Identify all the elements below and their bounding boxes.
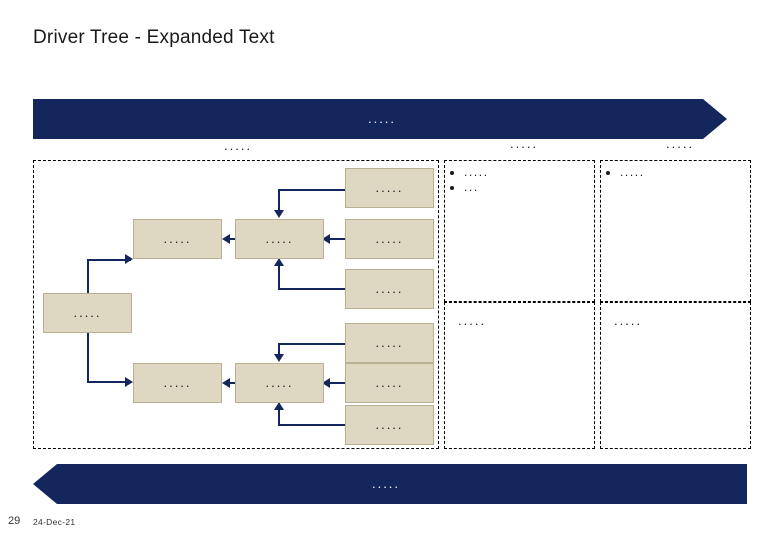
connector-root-down-h [87,381,131,383]
tree-node-label: ..... [375,180,404,195]
tree-node-root[interactable]: ..... [43,293,132,333]
page-title: Driver Tree - Expanded Text [33,27,275,48]
right-panel-caption: ..... [666,136,695,151]
arrow-d6-to-c2 [274,402,284,410]
arrow-root-to-b2 [125,377,133,387]
tree-node-label: ..... [265,231,294,246]
connector-d6-v [278,410,280,426]
main-panel-caption: ..... [224,138,253,153]
connector-d1-h [278,189,346,191]
list-item: ..... [464,165,582,180]
tree-node-d5[interactable]: ..... [345,363,434,403]
tree-node-label: ..... [375,335,404,350]
tree-node-label: ..... [73,305,102,320]
right-bottom-caption: ..... [614,313,643,328]
arrow-c2-to-b2 [222,378,230,388]
arrow-c1-to-b1 [222,234,230,244]
tree-node-c1[interactable]: ..... [235,219,324,259]
tree-node-d6[interactable]: ..... [345,405,434,445]
arrow-d5-to-c2 [322,378,330,388]
middle-panel-caption: ..... [510,136,539,151]
arrow-d2-to-c1 [322,234,330,244]
right-top-panel [600,160,751,302]
connector-d4-h [278,343,346,345]
connector-c2-b2 [224,382,236,384]
list-item: ..... [620,165,738,180]
bottom-banner-label: ..... [371,476,401,491]
connector-d3-h [278,288,346,290]
tree-node-d4[interactable]: ..... [345,323,434,363]
middle-bottom-caption: ..... [458,313,487,328]
tree-node-label: ..... [375,281,404,296]
connector-root-down [87,333,89,383]
arrow-d1-to-c1 [274,210,284,218]
slide-date: 24-Dec-21 [33,517,76,527]
arrow-root-to-b1 [125,254,133,264]
middle-top-panel [444,160,595,302]
top-banner: ..... [33,99,727,139]
tree-node-d2[interactable]: ..... [345,219,434,259]
tree-node-d3[interactable]: ..... [345,269,434,309]
connector-d5-c2 [326,382,346,384]
connector-d4-v [278,343,280,355]
tree-node-label: ..... [375,417,404,432]
driver-tree-panel [33,160,439,449]
tree-node-label: ..... [265,375,294,390]
arrow-d3-to-c1 [274,258,284,266]
tree-node-b1[interactable]: ..... [133,219,222,259]
bottom-banner: ..... [33,464,747,504]
middle-panel-bullets: ..... ... [452,165,582,195]
connector-d1-v [278,189,280,211]
slide-number: 29 [8,515,21,527]
tree-node-label: ..... [375,231,404,246]
tree-node-label: ..... [163,375,192,390]
connector-root-up-h [87,259,131,261]
connector-root-up [87,259,89,293]
right-bottom-panel [600,302,751,449]
connector-d6-h [278,424,346,426]
arrow-d4-to-c2 [274,354,284,362]
right-panel-bullets: ..... [608,165,738,180]
connector-d2-c1 [326,238,346,240]
middle-bottom-panel [444,302,595,449]
tree-node-label: ..... [375,375,404,390]
top-banner-label: ..... [367,111,397,126]
tree-node-c2[interactable]: ..... [235,363,324,403]
tree-node-label: ..... [163,231,192,246]
list-item: ... [464,180,582,195]
tree-node-d1[interactable]: ..... [345,168,434,208]
connector-d3-v [278,266,280,290]
connector-c1-b1 [224,238,236,240]
tree-node-b2[interactable]: ..... [133,363,222,403]
